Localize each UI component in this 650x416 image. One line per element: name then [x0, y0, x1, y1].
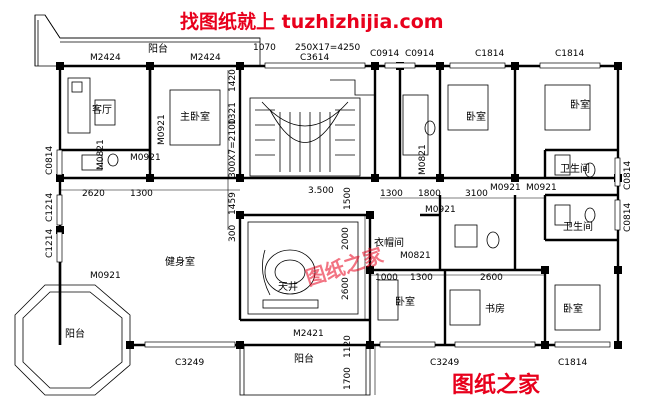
top-balcony — [34, 14, 261, 67]
label-m0821-a: M0821 — [96, 139, 106, 170]
room-bathroom-right: 卫生间 — [560, 162, 590, 175]
room-labels: 阳台 客厅 主卧室 卧室 卧室 卫生间 卫生间 健身室 阳台 天井 衣帽间 卧室… — [65, 42, 593, 365]
staircase — [249, 79, 375, 177]
room-study: 书房 — [485, 302, 505, 315]
label-stair-dim: 250X17=4250 — [295, 43, 361, 53]
watermark-top: 找图纸就上 tuzhizhijia.com — [180, 10, 444, 33]
room-balcony-left: 阳台 — [65, 327, 85, 340]
label-c1814-b: C1814 — [555, 49, 584, 59]
label-m2424-a: M2424 — [90, 53, 121, 63]
label-1800: 1800 — [418, 189, 441, 199]
room-gym: 健身室 — [165, 255, 195, 268]
room-master-bedroom: 主卧室 — [180, 110, 210, 123]
label-m2421: M2421 — [293, 329, 324, 339]
patio-feature — [247, 221, 359, 315]
label-1120: 1120 — [343, 335, 353, 358]
interior-walls — [58, 66, 618, 345]
label-3500: 3.500 — [308, 186, 334, 196]
label-c1814-a: C1814 — [475, 49, 504, 59]
octagon-balcony — [14, 275, 131, 396]
room-balcony-bottom: 阳台 — [294, 352, 314, 365]
label-c0814-r1: C0814 — [623, 161, 633, 190]
label-m0921-f: M0921 — [425, 205, 456, 215]
label-m2424-b: M2424 — [190, 53, 221, 63]
label-1420: 1420 — [228, 69, 238, 92]
label-1321: 1321 — [228, 102, 238, 125]
label-1000: 1000 — [375, 273, 398, 283]
label-c0814-l: C0814 — [45, 146, 55, 175]
label-1459: 1459 — [228, 192, 238, 215]
label-2000: 2000 — [341, 227, 351, 250]
label-c1814-c: C1814 — [558, 358, 587, 368]
room-bedroom-bottom-right: 卧室 — [563, 302, 583, 315]
room-bedroom-bottom: 卧室 — [395, 295, 415, 308]
windows — [56, 62, 621, 348]
label-c1214-a: C1214 — [45, 193, 55, 222]
annotation-labels: M2424 M2424 1070 250X17=4250 C3614 C0914… — [45, 43, 633, 390]
label-1500: 1500 — [343, 187, 353, 210]
label-2620: 2620 — [82, 189, 105, 199]
label-1070: 1070 — [253, 43, 276, 53]
watermark-bottom: 图纸之家 — [452, 372, 541, 398]
room-patio: 天井 — [278, 280, 298, 293]
label-m0921-e: M0921 — [526, 183, 557, 193]
label-1300-a: 1300 — [130, 189, 153, 199]
room-bedroom-right: 卧室 — [570, 98, 590, 111]
label-c0914-a: C0914 — [370, 49, 399, 59]
label-c1214-b: C1214 — [45, 229, 55, 258]
bottom-balcony — [239, 344, 371, 396]
dimension-lines — [60, 70, 545, 395]
label-c0814-r2: C0814 — [623, 203, 633, 232]
furniture — [67, 77, 601, 331]
room-cloakroom: 衣帽间 — [374, 236, 404, 249]
label-m0821-b: M0821 — [418, 144, 428, 175]
label-m0921-c: M0921 — [90, 271, 121, 281]
label-c3614: C3614 — [300, 53, 329, 63]
label-m0821-c: M0821 — [400, 251, 431, 261]
outer-walls — [58, 64, 620, 347]
label-2600-v: 2600 — [341, 277, 351, 300]
room-bathroom-right2: 卫生间 — [563, 220, 593, 233]
label-c0914-b: C0914 — [405, 49, 434, 59]
label-m0921-b: M0921 — [157, 114, 167, 145]
columns — [56, 62, 622, 349]
room-balcony-top: 阳台 — [148, 42, 168, 55]
label-m0921-a: M0921 — [130, 153, 161, 163]
label-1300-c: 1300 — [410, 273, 433, 283]
label-3100: 3100 — [465, 189, 488, 199]
room-bedroom-mid: 卧室 — [466, 110, 486, 123]
label-m0921-d: M0921 — [490, 183, 521, 193]
label-300x7: 300X7=2100 — [228, 118, 238, 178]
label-c3249-a: C3249 — [175, 358, 204, 368]
room-living: 客厅 — [92, 103, 112, 116]
label-c3249-b: C3249 — [430, 358, 459, 368]
label-1700: 1700 — [343, 367, 353, 390]
label-300: 300 — [228, 225, 238, 242]
label-1300-b: 1300 — [380, 189, 403, 199]
label-2600-h: 2600 — [480, 273, 503, 283]
